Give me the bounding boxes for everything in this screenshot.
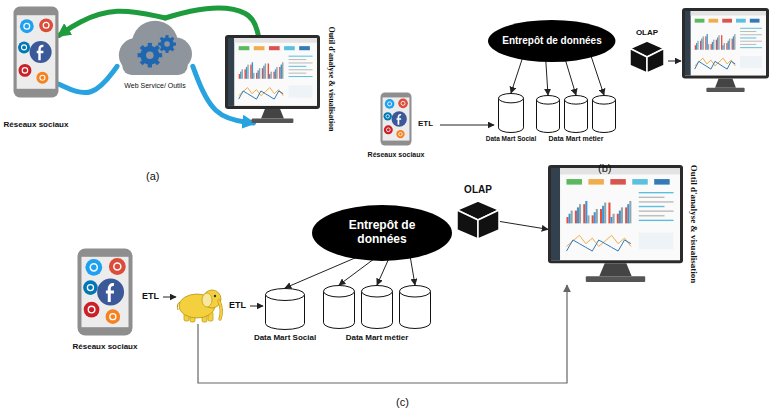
- flow-arrow: [668, 61, 681, 62]
- social-network-icon-drawing: [77, 248, 133, 336]
- connector: [565, 58, 576, 95]
- data-mart-cylinder-shape: [498, 93, 524, 133]
- data-mart-cylinder-drawing: [265, 288, 305, 330]
- analysis-monitor-shape: [548, 165, 683, 282]
- flow-arrow: [163, 297, 176, 298]
- node-label: OLAP: [464, 184, 492, 196]
- connector: [500, 222, 548, 230]
- social-network-icon-drawing: [13, 6, 59, 98]
- node-label: Réseaux sociaux: [73, 342, 138, 351]
- olap-cube-shape: [456, 200, 500, 240]
- etl-label: ETL: [229, 300, 246, 310]
- data-mart-cylinder: Data Mart Social: [486, 93, 537, 142]
- node-label: OLAP: [636, 28, 658, 37]
- panel-label: (c): [396, 396, 409, 409]
- connector: [590, 54, 604, 95]
- data-mart-cylinder: Data Mart métier: [536, 95, 616, 143]
- etl-label: ETL: [142, 291, 159, 301]
- web-service-cloud: Web Service/ Outils: [112, 18, 198, 90]
- olap-cube-drawing: [456, 200, 500, 240]
- connector: [165, 8, 258, 35]
- social-network-icon: Réseaux sociaux: [4, 6, 69, 129]
- node-label: Data Mart métier: [346, 333, 409, 342]
- data-mart-cylinder-shape: [265, 288, 305, 330]
- web-service-cloud-shape: [112, 18, 198, 80]
- connector: [410, 255, 415, 285]
- hadoop-elephant: [177, 290, 221, 322]
- connector: [285, 255, 361, 288]
- monitor-screen: [682, 8, 769, 92]
- social-network-icon-shape: [13, 6, 59, 98]
- node-label: Data Mart Social: [254, 333, 316, 342]
- node-label: Outil d'analyse & visualisation: [689, 164, 699, 282]
- connector: [59, 66, 117, 92]
- olap-cube: OLAP: [629, 28, 665, 74]
- flow-arrow: [250, 306, 263, 307]
- node-label: Entrepôt de données: [327, 219, 437, 247]
- panel-label: (b): [598, 162, 611, 175]
- node-label: Outil d'analyse & visualisation: [326, 26, 335, 131]
- social-network-icon-shape: [380, 92, 412, 146]
- node-label: Réseaux sociaux: [368, 151, 425, 159]
- analysis-monitor-shape: [225, 35, 320, 123]
- connector: [377, 258, 389, 285]
- panel-label: (a): [146, 170, 159, 183]
- data-mart-cylinder: Data Mart métier: [323, 285, 431, 342]
- analysis-monitor: Outil d'analyse & visualisation: [225, 35, 320, 123]
- data-warehouse: Entrepôt de données: [312, 205, 452, 261]
- node-label: Réseaux sociaux: [4, 120, 69, 129]
- data-mart-cylinder-shape: [323, 285, 431, 329]
- data-mart-cylinder-drawing: [323, 285, 431, 329]
- olap-cube: OLAP: [456, 184, 500, 240]
- node-label: Data Mart Social: [486, 135, 537, 142]
- social-network-icon-drawing: [380, 92, 412, 146]
- connector: [546, 58, 548, 95]
- flow-arrow: [440, 125, 494, 126]
- social-network-icon-shape: [77, 248, 133, 336]
- data-mart-cylinder: Data Mart Social: [254, 288, 316, 342]
- data-mart-cylinder-shape: [536, 95, 616, 133]
- analysis-monitor-drawing: [225, 35, 320, 123]
- node-label: Entrepôt de données: [502, 35, 601, 47]
- olap-cube-shape: [629, 40, 665, 74]
- etl-label: ETL: [418, 119, 433, 128]
- analysis-monitor: Outil d'analyse & visualisation: [548, 165, 683, 282]
- connector: [339, 258, 375, 285]
- node-label: Web Service/ Outils: [124, 82, 185, 90]
- flow-arrow: [198, 285, 567, 383]
- data-mart-cylinder-drawing: [498, 93, 524, 133]
- social-network-icon: Réseaux sociaux: [368, 92, 425, 159]
- node-label: Data Mart métier: [549, 135, 604, 143]
- social-network-icon: Réseaux sociaux: [73, 248, 138, 351]
- analysis-monitor-drawing: [548, 165, 683, 282]
- web-service-cloud-drawing: [112, 18, 198, 80]
- olap-cube-drawing: [629, 40, 665, 74]
- data-warehouse: Entrepôt de données: [488, 20, 615, 62]
- data-mart-cylinder-drawing: [536, 95, 616, 133]
